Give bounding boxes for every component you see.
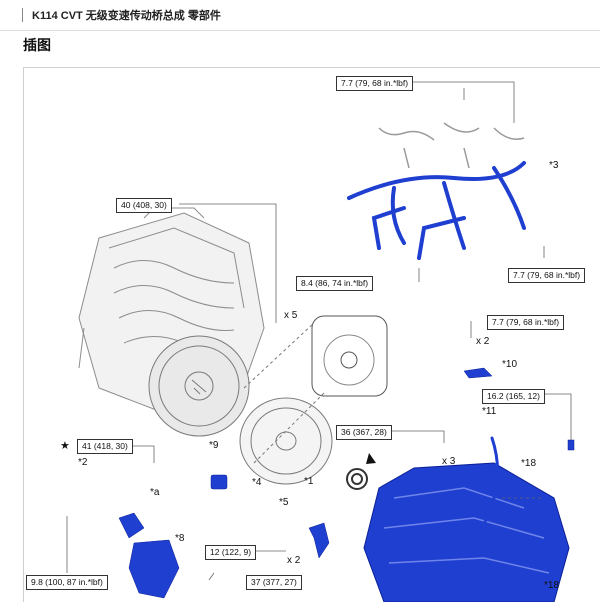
breadcrumb[interactable]: K114 CVT 无级变速传动桥总成 零部件	[32, 10, 221, 22]
torque-converter-detail-view	[311, 315, 388, 397]
torque-callout-engine-bolt: 40 (408, 30)	[116, 198, 172, 213]
torque-callout-harness-left: 8.4 (86, 74 in.*lbf)	[296, 276, 374, 291]
torque-callout-left-bottom: 9.8 (100, 87 in.*lbf)	[26, 575, 108, 590]
torque-callout-transaxle-bolt: 36 (367, 28)	[336, 425, 392, 440]
torque-callout-bracket: 7.7 (79, 68 in.*lbf)	[487, 315, 565, 330]
arrow-markers	[366, 453, 376, 464]
label-part-18-lower: *18	[544, 580, 560, 591]
small-parts-blue	[118, 367, 575, 599]
torque-callout-starter: 41 (418, 30)	[77, 439, 133, 454]
label-part-11: *11	[482, 406, 497, 417]
oil-dipstick-drawing	[477, 436, 499, 540]
star-marker: ★	[60, 440, 70, 452]
label-part-5: *5	[279, 497, 289, 508]
section-title: 插图	[23, 37, 51, 53]
label-part-1: *1	[304, 476, 314, 487]
label-part-8: *8	[175, 533, 185, 544]
wire-harness-drawing	[347, 161, 526, 260]
label-part-9: *9	[209, 440, 219, 451]
illustration-frame: 7.7 (79, 68 in.*lbf) 40 (408, 30) 8.4 (8…	[23, 67, 600, 602]
oil-seal-drawing	[346, 468, 368, 490]
label-part-18-upper: *18	[521, 458, 537, 469]
label-part-2: *2	[78, 457, 88, 468]
torque-callout-dipstick: 16.2 (165, 12)	[482, 389, 545, 404]
torque-callout-bracket-bolt: 12 (122, 9)	[205, 545, 257, 560]
parts-diagram	[66, 81, 575, 602]
breadcrumb-separator	[22, 8, 23, 22]
label-part-a: *a	[150, 487, 160, 498]
sensor-wiring-gray	[378, 122, 525, 169]
top-bar: K114 CVT 无级变速传动桥总成 零部件	[0, 0, 600, 31]
torque-converter-drawing	[239, 397, 333, 485]
quantity-x2-bolt: x 2	[287, 555, 301, 566]
label-part-4: *4	[252, 477, 262, 488]
label-part-3: *3	[549, 160, 559, 171]
quantity-x3: x 3	[442, 456, 456, 467]
leader-lines	[66, 81, 572, 581]
transmission-drawing	[363, 462, 570, 602]
quantity-x5: x 5	[284, 310, 298, 321]
label-part-10: *10	[502, 359, 518, 370]
flywheel-drawing	[148, 335, 250, 437]
quantity-x2-bracket: x 2	[476, 336, 490, 347]
torque-callout-harness-right: 7.7 (79, 68 in.*lbf)	[508, 268, 586, 283]
torque-callout-harness-top: 7.7 (79, 68 in.*lbf)	[336, 76, 414, 91]
torque-callout-bottom-bolt: 37 (377, 27)	[246, 575, 302, 590]
